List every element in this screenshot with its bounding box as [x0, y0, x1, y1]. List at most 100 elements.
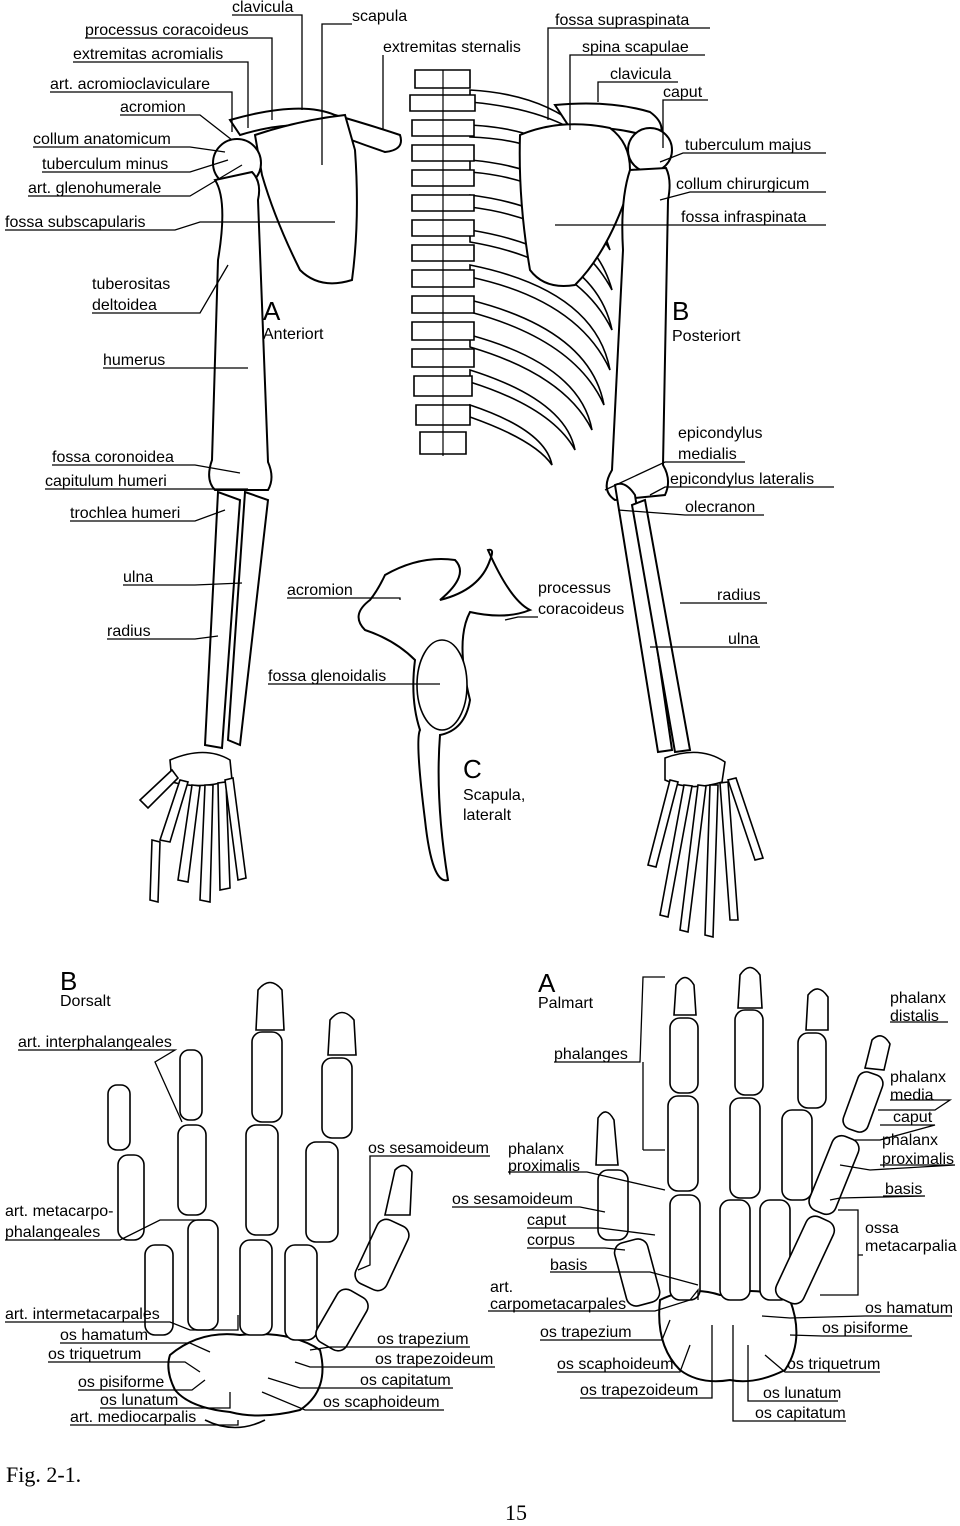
- label-fossa-subscapularis: fossa subscapularis: [5, 214, 146, 231]
- label-caput-left: caput: [527, 1212, 567, 1229]
- label-scapula: scapula: [352, 8, 407, 25]
- label-phalanx-distalis-2: distalis: [890, 1008, 939, 1025]
- label-phalanx-proximalis-left-1: phalanx: [508, 1141, 564, 1158]
- label-os-pisiforme-palmar: os pisiforme: [822, 1320, 908, 1337]
- panel-c-caption-1: Scapula,: [463, 787, 525, 804]
- label-medialis: medialis: [678, 446, 737, 463]
- palmar-finger-5: [774, 1035, 891, 1305]
- humerus-right: [605, 166, 671, 502]
- palmar-finger-2: [667, 976, 701, 1301]
- label-art-intermetacarpales: art. intermetacarpales: [5, 1306, 160, 1323]
- palmar-finger-4: [759, 988, 829, 1301]
- posterior-arm: [518, 102, 765, 939]
- label-phalanges: phalanges: [554, 1046, 628, 1063]
- hand-a-caption: Palmart: [538, 995, 594, 1012]
- label-basis-left: basis: [550, 1257, 587, 1274]
- label-art-glenohumerale: art. glenohumerale: [28, 180, 162, 197]
- label-collum-anatomicum: collum anatomicum: [33, 131, 171, 148]
- label-fossa-supraspinata: fossa supraspinata: [555, 12, 689, 29]
- panel-b-letter: B: [672, 296, 689, 326]
- label-ulna: ulna: [123, 569, 153, 586]
- anterior-arm: [138, 107, 402, 904]
- dorsal-finger-4: [177, 1049, 219, 1331]
- radius-left: [203, 490, 242, 750]
- label-phalanx-proximalis-left-2: proximalis: [508, 1158, 580, 1175]
- panel-c-caption-2: lateralt: [463, 807, 512, 824]
- label-tuberositas: tuberositas: [92, 276, 170, 293]
- dorsal-finger-2: [284, 1011, 357, 1341]
- label-art-mediocarpalis: art. mediocarpalis: [70, 1409, 196, 1426]
- scapula-left: [253, 113, 358, 285]
- label-humerus: humerus: [103, 352, 165, 369]
- label-processus: processus: [538, 580, 611, 597]
- label-os-hamatum-dorsal: os hamatum: [60, 1327, 148, 1344]
- label-os-sesamoideum-dorsal: os sesamoideum: [368, 1140, 489, 1157]
- label-carpometacarpales: carpometacarpales: [490, 1296, 626, 1313]
- label-phalanx-distalis-1: phalanx: [890, 990, 946, 1007]
- label-art-acromioclaviculare: art. acromioclaviculare: [50, 76, 210, 93]
- label-os-lunatum-dorsal: os lunatum: [100, 1392, 178, 1409]
- label-os-scaphoideum-palmar: os scaphoideum: [557, 1356, 674, 1373]
- label-olecranon: olecranon: [685, 499, 755, 516]
- panel-c-letter: C: [463, 754, 482, 784]
- hand-b-caption: Dorsalt: [60, 993, 111, 1010]
- label-tuberculum-majus: tuberculum majus: [685, 137, 811, 154]
- label-os-trapezoideum-dorsal: os trapezoideum: [375, 1351, 493, 1368]
- label-ulna-posterior: ulna: [728, 631, 758, 648]
- label-clavicula: clavicula: [232, 0, 293, 16]
- label-art-metacarpo: art. metacarpo-: [5, 1203, 113, 1220]
- label-os-trapezium-dorsal: os trapezium: [377, 1331, 469, 1348]
- label-extremitas-acromialis: extremitas acromialis: [73, 46, 223, 63]
- label-acromion-lateral: acromion: [287, 582, 353, 599]
- dorsal-thumb: [315, 1164, 413, 1352]
- label-extremitas-sternalis: extremitas sternalis: [383, 39, 521, 56]
- label-os-trapezium-palmar: os trapezium: [540, 1324, 632, 1341]
- label-phalanx-media-2: media: [890, 1087, 934, 1104]
- hand-left: [138, 751, 247, 904]
- label-os-scaphoideum-dorsal: os scaphoideum: [323, 1394, 440, 1411]
- hand-dorsal: [107, 981, 413, 1429]
- vertebral-column: [409, 69, 476, 456]
- label-phalanx-proximalis-right-1: phalanx: [882, 1132, 938, 1149]
- labels: clavicula processus coracoideus extremit…: [5, 0, 957, 1426]
- label-clavicula-posterior: clavicula: [610, 66, 671, 83]
- label-epicondylus-lateralis: epicondylus lateralis: [670, 471, 814, 488]
- panel-letters: A Anteriort B Posteriort C Scapula, late…: [60, 296, 741, 1012]
- humeral-head-right: [627, 127, 673, 173]
- label-spina-scapulae: spina scapulae: [582, 39, 689, 56]
- label-os-triquetrum-palmar: os triquetrum: [787, 1356, 880, 1373]
- page-number: 15: [505, 1500, 527, 1525]
- dorsal-finger-5: [107, 1084, 174, 1336]
- label-processus-coracoideus: processus coracoideus: [85, 22, 249, 39]
- label-tuberculum-minus: tuberculum minus: [42, 156, 168, 173]
- label-epicondylus: epicondylus: [678, 425, 763, 442]
- label-caput: caput: [663, 84, 703, 101]
- label-capitulum-humeri: capitulum humeri: [45, 473, 167, 490]
- label-os-triquetrum-dorsal: os triquetrum: [48, 1346, 141, 1363]
- label-fossa-glenoidalis: fossa glenoidalis: [268, 668, 386, 685]
- radius-right: [630, 498, 692, 754]
- label-fossa-infraspinata: fossa infraspinata: [681, 209, 807, 226]
- label-caput-palmar: caput: [893, 1109, 933, 1126]
- label-os-capitatum-palmar: os capitatum: [755, 1405, 846, 1422]
- label-collum-chirurgicum: collum chirurgicum: [676, 176, 809, 193]
- panel-a-caption: Anteriort: [263, 326, 324, 343]
- hand-a-letter: A: [538, 968, 556, 998]
- label-phalanx-proximalis-right-2: proximalis: [882, 1151, 954, 1168]
- label-deltoidea: deltoidea: [92, 297, 157, 314]
- label-ossa: ossa: [865, 1220, 899, 1237]
- label-fossa-coronoidea: fossa coronoidea: [52, 449, 174, 466]
- hand-palmar: [595, 966, 891, 1383]
- label-os-sesamoideum-palmar: os sesamoideum: [452, 1191, 573, 1208]
- label-trochlea-humeri: trochlea humeri: [70, 505, 180, 522]
- label-os-pisiforme-dorsal: os pisiforme: [78, 1374, 164, 1391]
- palmar-finger-3: [719, 966, 764, 1301]
- label-phalanx-media-1: phalanx: [890, 1069, 946, 1086]
- label-art: art.: [490, 1279, 513, 1296]
- label-os-lunatum-palmar: os lunatum: [763, 1385, 841, 1402]
- leader-lines: [5, 14, 956, 1426]
- label-metacarpalia: metacarpalia: [865, 1238, 957, 1255]
- label-corpus: corpus: [527, 1232, 575, 1249]
- fossa-glenoidalis-shape: [416, 639, 468, 731]
